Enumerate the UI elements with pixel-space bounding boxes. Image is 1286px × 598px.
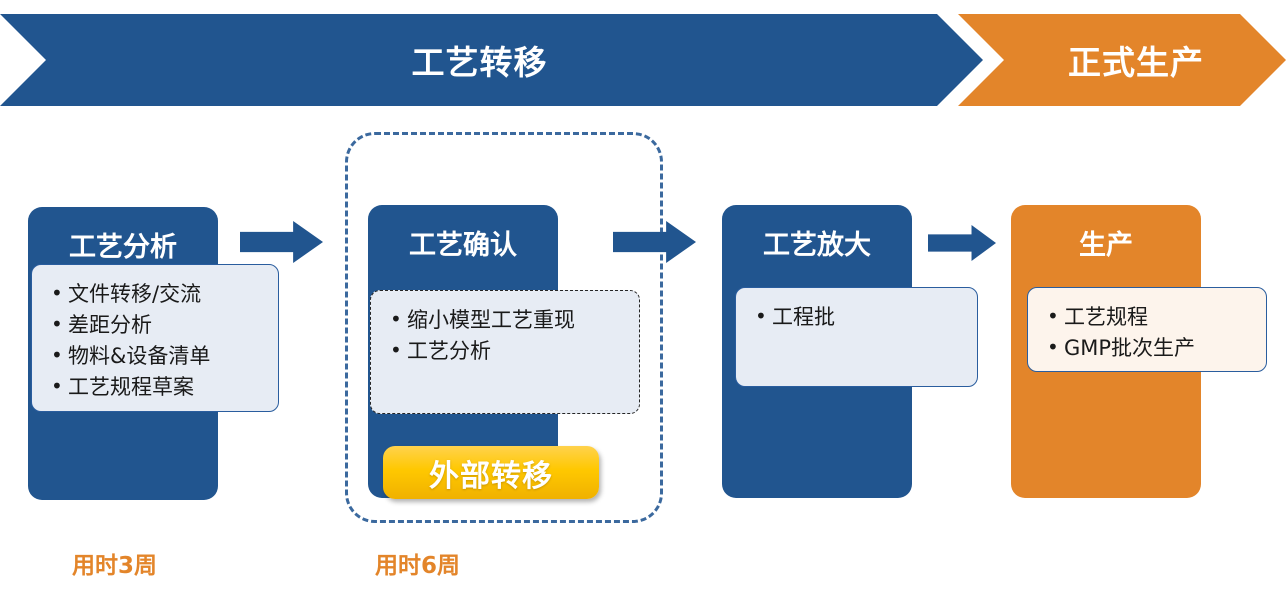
stage-details-process-scale-up: 工程批 bbox=[735, 287, 978, 387]
stage-title: 工艺放大 bbox=[763, 230, 871, 261]
list-item: 工艺分析 bbox=[390, 335, 629, 367]
list-item: 差距分析 bbox=[51, 309, 268, 341]
phase-chevron-commercial-production: 正式生产 bbox=[958, 14, 1286, 106]
list-item: 工程批 bbox=[755, 301, 967, 333]
list-item: 物料&设备清单 bbox=[51, 340, 268, 372]
stage-details-production: 工艺规程 GMP批次生产 bbox=[1027, 287, 1267, 372]
phase-banner: 工艺转移 正式生产 bbox=[0, 14, 1286, 106]
list-item: GMP批次生产 bbox=[1047, 332, 1256, 364]
external-transfer-group-outline bbox=[345, 132, 663, 523]
stage-title: 工艺分析 bbox=[69, 232, 177, 263]
external-transfer-badge-label: 外部转移 bbox=[429, 458, 553, 494]
list-item: 缩小模型工艺重现 bbox=[390, 304, 629, 336]
external-transfer-badge[interactable]: 外部转移 bbox=[383, 446, 599, 499]
flow-arrow-1-icon bbox=[240, 221, 323, 263]
flow-arrow-3-icon bbox=[928, 225, 996, 261]
phase-chevron-label: 工艺转移 bbox=[411, 43, 548, 82]
stage-title: 工艺确认 bbox=[409, 230, 517, 261]
stage-details-process-analysis: 文件转移/交流 差距分析 物料&设备清单 工艺规程草案 bbox=[31, 264, 279, 412]
stage-title: 生产 bbox=[1079, 230, 1133, 261]
list-item: 工艺规程 bbox=[1047, 301, 1256, 333]
stage-details-process-confirmation: 缩小模型工艺重现 工艺分析 bbox=[370, 290, 640, 414]
phase-chevron-process-transfer: 工艺转移 bbox=[0, 14, 983, 106]
duration-label-stage-2: 用时6周 bbox=[375, 553, 461, 579]
duration-label-stage-1: 用时3周 bbox=[72, 553, 158, 579]
list-item: 工艺规程草案 bbox=[51, 371, 268, 403]
phase-chevron-label: 正式生产 bbox=[1068, 43, 1204, 82]
list-item: 文件转移/交流 bbox=[51, 278, 268, 310]
